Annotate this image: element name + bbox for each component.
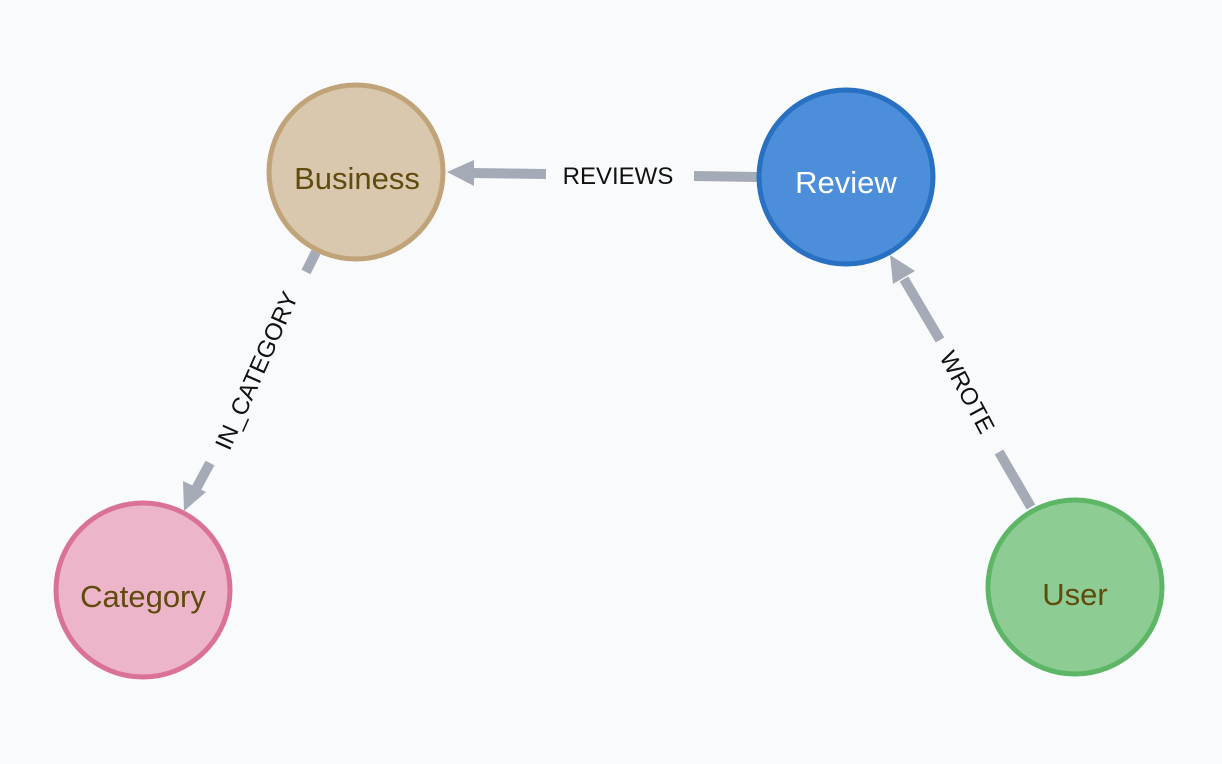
edge-in-category-label: IN_CATEGORY xyxy=(210,288,304,454)
node-review-circle xyxy=(756,87,936,267)
node-user-circle xyxy=(985,497,1165,677)
node-review-label: Review xyxy=(795,165,897,200)
edge-in-category-line-top xyxy=(301,249,321,275)
edge-reviews-line-left xyxy=(471,168,547,179)
node-category[interactable]: Category xyxy=(53,500,233,680)
edge-wrote-line-top xyxy=(899,276,945,343)
edge-reviews-arrowhead xyxy=(447,160,474,186)
edge-wrote-line-bottom xyxy=(994,449,1036,510)
node-user-label: User xyxy=(1042,577,1107,612)
node-business[interactable]: Business xyxy=(266,82,446,262)
edge-wrote[interactable]: WROTE xyxy=(890,255,1036,510)
edge-reviews[interactable]: REVIEWS xyxy=(447,160,758,190)
node-business-circle xyxy=(266,82,446,262)
node-category-label: Category xyxy=(80,579,206,614)
node-business-label: Business xyxy=(294,161,420,196)
edge-wrote-label: WROTE xyxy=(934,347,1000,439)
edge-reviews-line-right xyxy=(693,171,758,182)
edge-reviews-label: REVIEWS xyxy=(563,163,674,190)
node-user[interactable]: User xyxy=(985,497,1165,677)
node-category-circle xyxy=(53,500,233,680)
edge-in-category[interactable]: IN_CATEGORY xyxy=(183,249,321,511)
edge-in-category-arrowhead xyxy=(183,481,206,511)
edge-in-category-line-bottom xyxy=(191,460,215,492)
node-review[interactable]: Review xyxy=(756,87,936,267)
edge-wrote-arrowhead xyxy=(890,255,915,284)
